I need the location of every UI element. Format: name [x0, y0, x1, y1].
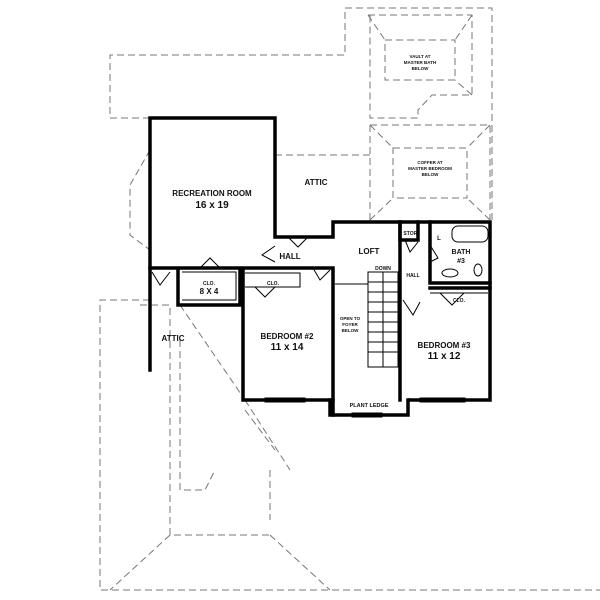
bathtub — [451, 225, 489, 243]
stair-treads — [368, 272, 398, 367]
open-to-foyer-label: OPEN TO — [340, 316, 361, 321]
closet-label: CLO. — [453, 298, 466, 304]
recreation-room-size: 16 x 19 — [195, 200, 229, 211]
doors — [151, 236, 465, 316]
vault-label: VAULT AT — [409, 54, 430, 59]
sink — [441, 268, 459, 278]
toilet — [473, 263, 483, 277]
hall-label: HALL — [406, 273, 419, 279]
roof-outline — [99, 7, 600, 591]
bath-label: BATH — [452, 249, 471, 256]
linen-label: L — [437, 236, 441, 242]
bedroom-2-label: BEDROOM #2 — [261, 332, 314, 341]
window — [264, 397, 306, 403]
attic-label: ATTIC — [162, 334, 185, 343]
bedroom-3-size: 11 x 12 — [428, 351, 461, 362]
storage-label: STOR. — [403, 231, 419, 237]
plant-ledge-label: PLANT LEDGE — [350, 403, 389, 409]
window — [419, 397, 466, 403]
coffer-label: COFFER AT — [417, 160, 442, 165]
walls — [148, 116, 492, 418]
attic-label: ATTIC — [305, 178, 328, 187]
bedroom-3-label: BEDROOM #3 — [418, 341, 471, 350]
bedroom-2-size: 11 x 14 — [271, 342, 304, 353]
hall-label: HALL — [279, 252, 300, 261]
bath-number: #3 — [457, 258, 465, 265]
recreation-room-label: RECREATION ROOM — [172, 189, 252, 198]
stairs-down-label: DOWN — [375, 266, 391, 272]
open-to-foyer-label: BELOW — [342, 328, 360, 333]
window — [351, 412, 383, 418]
coffer-label: BELOW — [422, 172, 440, 177]
open-to-foyer-label: FOYER — [342, 322, 358, 327]
coffer-label: MASTER BEDROOM — [408, 166, 452, 171]
vault-label: MASTER BATH — [404, 60, 436, 65]
vault-label: BELOW — [412, 66, 430, 71]
closet-label: CLO. — [267, 281, 280, 287]
closet-size: 8 X 4 — [200, 287, 219, 296]
loft-label: LOFT — [359, 247, 380, 256]
closet-label: CLO. — [203, 281, 216, 287]
